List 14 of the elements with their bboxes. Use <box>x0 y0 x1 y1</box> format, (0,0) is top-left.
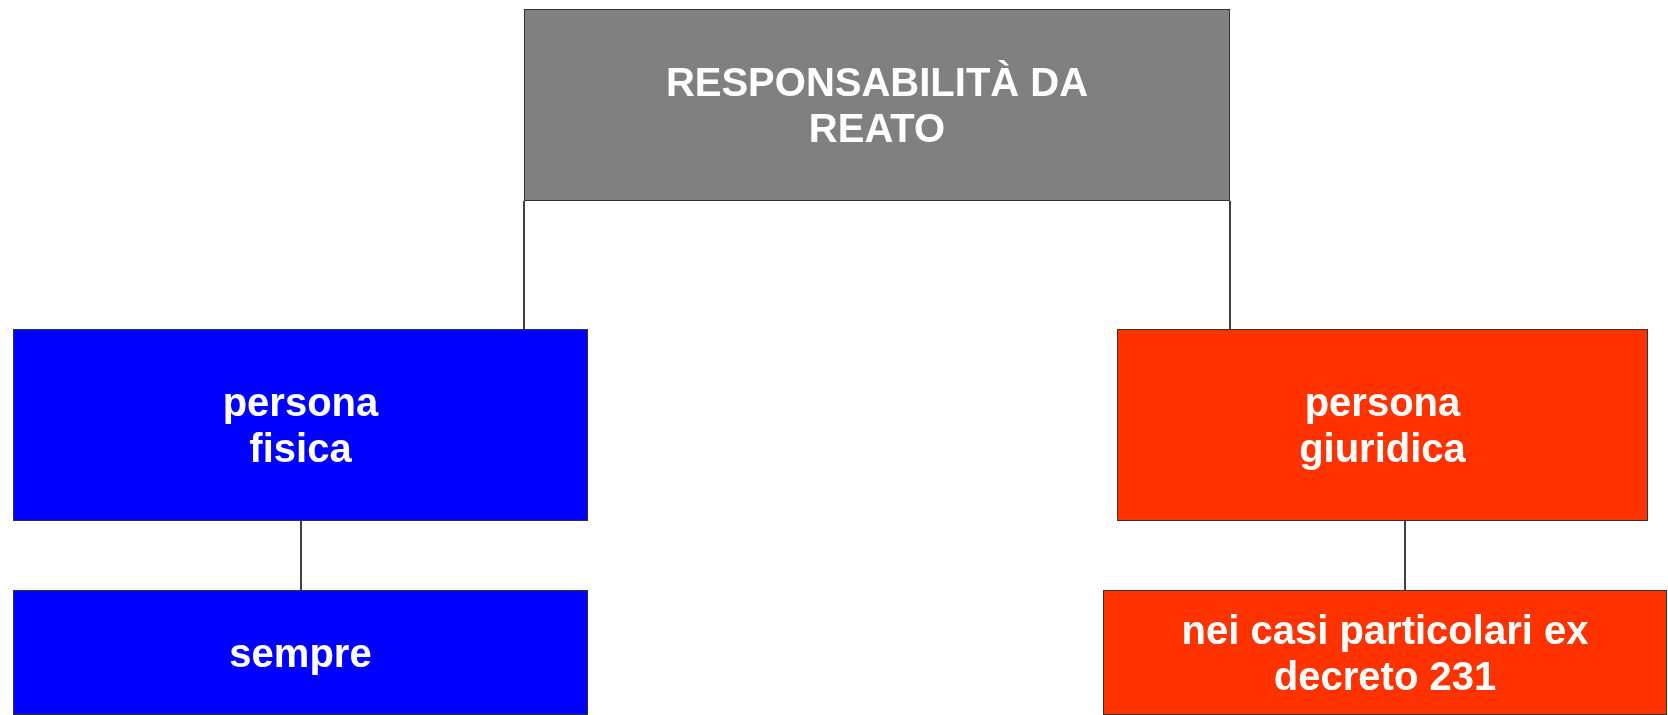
connector-line <box>523 200 525 330</box>
connector-line <box>1404 520 1406 591</box>
box-label: RESPONSABILITÀ DA REATO <box>664 59 1090 151</box>
text-box <box>13 590 588 715</box>
text-box <box>1117 329 1648 521</box>
box-label: persona giuridica <box>1298 379 1467 471</box>
text-box <box>524 9 1230 201</box>
text-box <box>1103 590 1667 715</box>
box-label: persona fisica <box>221 379 380 471</box>
text-box <box>13 329 588 521</box>
connector-line <box>1229 200 1231 330</box>
box-label: nei casi particolari ex decreto 231 <box>1180 606 1590 699</box>
box-label: sempre <box>229 629 372 676</box>
connector-line <box>300 520 302 591</box>
